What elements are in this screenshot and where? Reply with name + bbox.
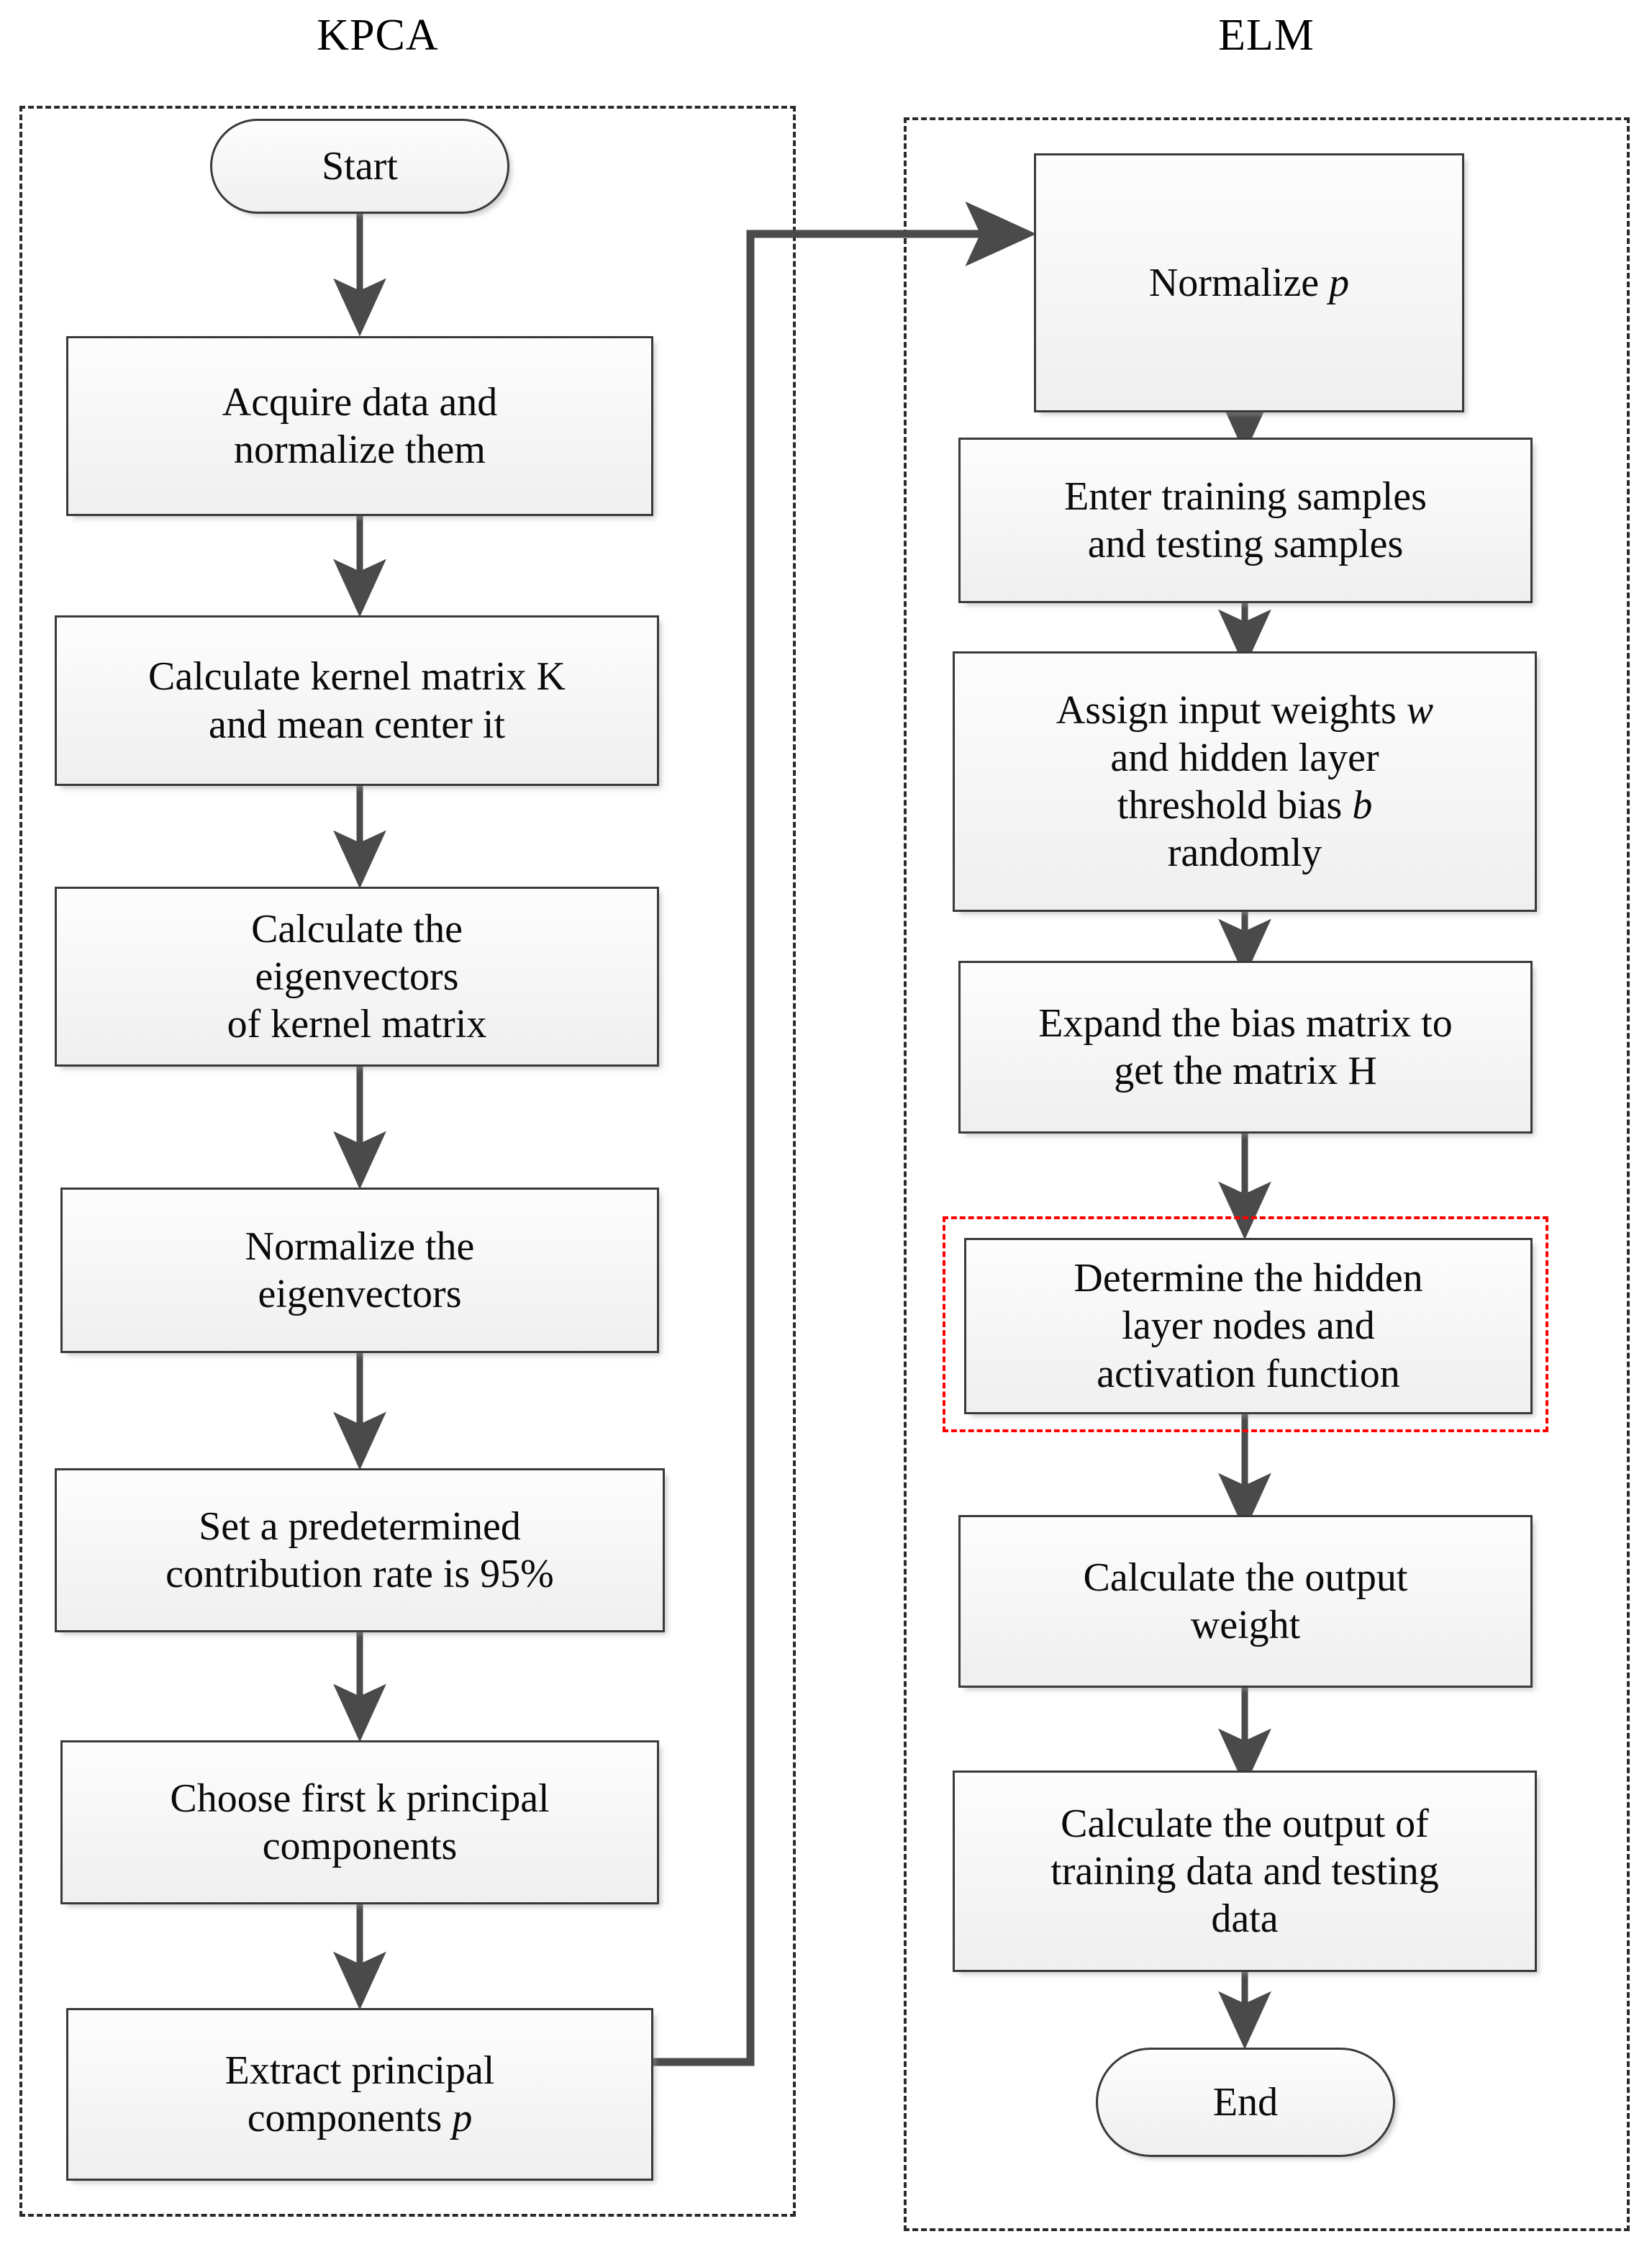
node-calculate-output-weight[interactable]: Calculate the output weight [958, 1515, 1533, 1688]
node-acquire-data[interactable]: Acquire data and normalize them [66, 336, 653, 516]
node-calculate-kernel-matrix[interactable]: Calculate kernel matrix K and mean cente… [55, 615, 659, 786]
node-determine-hidden-layer[interactable]: Determine the hidden layer nodes and act… [964, 1238, 1533, 1414]
node-expand-bias-matrix-label: Expand the bias matrix to get the matrix… [1038, 1000, 1453, 1093]
node-extract-components-label: Extract principal components p [224, 2048, 495, 2140]
elm-panel [904, 117, 1630, 2231]
node-enter-samples-label: Enter training samples and testing sampl… [1064, 474, 1427, 566]
node-normalize-p[interactable]: Normalize p [1034, 153, 1464, 412]
kpca-column-title: KPCA [317, 11, 439, 60]
node-assign-weights[interactable]: Assign input weights w and hidden layer … [953, 651, 1537, 912]
node-calculate-output-data-label: Calculate the output of training data an… [1050, 1801, 1439, 1942]
node-assign-weights-label: Assign input weights w and hidden layer … [1056, 687, 1434, 876]
node-normalize-eigenvectors-label: Normalize the eigenvectors [245, 1224, 475, 1316]
node-enter-samples[interactable]: Enter training samples and testing sampl… [958, 438, 1533, 603]
connector-kpca-to-elm [653, 201, 1037, 2066]
node-extract-components[interactable]: Extract principal components p [66, 2008, 653, 2181]
node-calculate-kernel-matrix-label: Calculate kernel matrix K and mean cente… [148, 654, 566, 747]
node-normalize-p-label: Normalize p [1148, 260, 1350, 305]
node-contribution-rate[interactable]: Set a predetermined contribution rate is… [55, 1468, 665, 1632]
node-calculate-eigenvectors-label: Calculate the eigenvectors of kernel mat… [227, 906, 487, 1047]
node-end[interactable]: End [1096, 2048, 1395, 2157]
node-end-label: End [1212, 2079, 1279, 2125]
node-expand-bias-matrix[interactable]: Expand the bias matrix to get the matrix… [958, 961, 1533, 1134]
node-calculate-output-data[interactable]: Calculate the output of training data an… [953, 1771, 1537, 1972]
node-calculate-output-weight-label: Calculate the output weight [1083, 1555, 1408, 1647]
node-start[interactable]: Start [210, 119, 509, 214]
kpca-panel [19, 106, 796, 2217]
node-determine-hidden-layer-label: Determine the hidden layer nodes and act… [1074, 1256, 1423, 1396]
node-choose-k-components[interactable]: Choose first k principal components [60, 1740, 659, 1904]
node-calculate-eigenvectors[interactable]: Calculate the eigenvectors of kernel mat… [55, 887, 659, 1067]
node-contribution-rate-label: Set a predetermined contribution rate is… [165, 1503, 554, 1596]
node-acquire-data-label: Acquire data and normalize them [222, 379, 498, 472]
elm-column-title: ELM [1218, 11, 1315, 60]
node-normalize-eigenvectors[interactable]: Normalize the eigenvectors [60, 1188, 659, 1353]
node-start-label: Start [322, 143, 398, 189]
node-choose-k-components-label: Choose first k principal components [170, 1776, 550, 1868]
